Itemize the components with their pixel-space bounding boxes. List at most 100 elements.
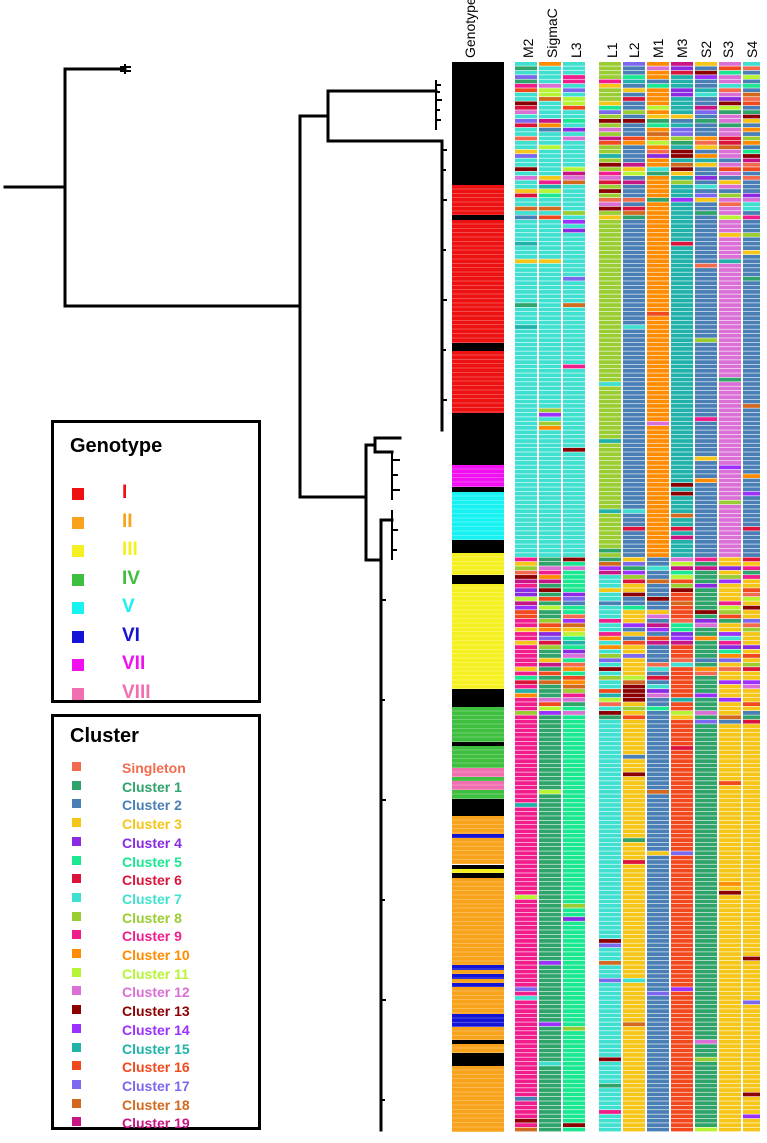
genotype-block-unassigned xyxy=(452,864,504,869)
heatmap-cell xyxy=(719,290,741,294)
heatmap-cell xyxy=(539,816,561,821)
heatmap-cell xyxy=(623,842,645,847)
phylogenetic-tree xyxy=(3,64,447,1132)
heatmap-cell xyxy=(647,193,669,198)
heatmap-cell xyxy=(671,233,693,237)
heatmap-cell xyxy=(647,728,669,733)
heatmap-cell xyxy=(695,1127,717,1132)
heatmap-cell xyxy=(647,338,669,343)
heatmap-cell xyxy=(743,132,760,136)
heatmap-cell xyxy=(599,632,621,636)
genotype-block-unassigned xyxy=(452,412,504,466)
heatmap-cell xyxy=(743,189,760,193)
heatmap-cell xyxy=(539,535,561,540)
heatmap-cell xyxy=(599,671,621,676)
heatmap-cell xyxy=(515,925,537,930)
heatmap-cell xyxy=(719,469,741,474)
heatmap-cell xyxy=(599,785,621,790)
legend-label: VIII xyxy=(122,681,151,703)
heatmap-cell xyxy=(599,281,621,286)
heatmap-cell xyxy=(743,1048,760,1053)
heatmap-cell xyxy=(563,237,585,242)
heatmap-cell xyxy=(563,825,585,829)
heatmap-cell xyxy=(647,167,669,172)
heatmap-cell xyxy=(671,903,693,908)
heatmap-cell xyxy=(599,706,621,711)
heatmap-cell xyxy=(695,325,717,329)
heatmap-cell xyxy=(671,601,693,606)
heatmap-cell xyxy=(599,285,621,290)
heatmap-cell xyxy=(671,1083,693,1088)
heatmap-cell xyxy=(563,272,585,277)
genotype-block-unassigned xyxy=(452,342,504,352)
heatmap-cell xyxy=(647,680,669,685)
heatmap-cell xyxy=(515,1074,537,1079)
heatmap-cell xyxy=(599,290,621,294)
heatmap-cell xyxy=(515,136,537,141)
heatmap-cell xyxy=(563,846,585,851)
heatmap-cell xyxy=(695,233,717,237)
heatmap-cell xyxy=(743,956,760,961)
heatmap-cell xyxy=(695,627,717,632)
heatmap-cell xyxy=(539,329,561,334)
heatmap-cell xyxy=(515,939,537,943)
heatmap-cell xyxy=(695,1013,717,1018)
heatmap-cell xyxy=(695,83,717,88)
heatmap-cell xyxy=(515,868,537,873)
heatmap-cell xyxy=(647,553,669,557)
cluster-legend-item: Singleton xyxy=(72,760,252,780)
heatmap-cell xyxy=(695,987,717,992)
heatmap-cell xyxy=(743,675,760,680)
legend-label: VII xyxy=(122,653,146,674)
heatmap-cell xyxy=(695,351,717,356)
heatmap-cell xyxy=(671,478,693,483)
heatmap-cell xyxy=(719,627,741,632)
heatmap-cell xyxy=(539,1127,561,1132)
heatmap-cell xyxy=(743,680,760,685)
heatmap-cell xyxy=(719,702,741,707)
heatmap-cell xyxy=(743,382,760,386)
heatmap-cell xyxy=(623,211,645,215)
heatmap-cell xyxy=(743,877,760,882)
heatmap-cell xyxy=(563,864,585,869)
heatmap-cell xyxy=(671,263,693,268)
cluster-legend-item: Cluster 10 xyxy=(72,947,252,967)
heatmap-cell xyxy=(599,956,621,961)
heatmap-cell xyxy=(695,675,717,680)
heatmap-cell xyxy=(695,741,717,746)
heatmap-cell xyxy=(743,851,760,856)
heatmap-cell xyxy=(563,1048,585,1053)
heatmap-cell xyxy=(515,903,537,908)
heatmap-cell xyxy=(623,408,645,413)
heatmap-cell xyxy=(539,741,561,746)
heatmap-cell xyxy=(539,421,561,426)
genotype-block-vi xyxy=(452,982,504,988)
heatmap-cell xyxy=(695,693,717,698)
genotype-block-unassigned xyxy=(452,539,504,554)
heatmap-cell xyxy=(719,83,741,88)
heatmap-cell xyxy=(647,1074,669,1079)
heatmap-cell xyxy=(671,92,693,97)
heatmap-cell xyxy=(695,1066,717,1071)
heatmap-cell xyxy=(695,548,717,553)
heatmap-cell xyxy=(539,500,561,505)
heatmap-cell xyxy=(671,254,693,259)
heatmap-cell xyxy=(515,237,537,242)
heatmap-cell xyxy=(623,1123,645,1128)
heatmap-cell xyxy=(695,136,717,141)
heatmap-cell xyxy=(719,947,741,952)
heatmap-cell xyxy=(647,579,669,584)
heatmap-cell xyxy=(695,960,717,965)
heatmap-cell xyxy=(623,154,645,158)
heatmap-cell xyxy=(539,263,561,268)
heatmap-cell xyxy=(599,83,621,88)
heatmap-cell xyxy=(647,474,669,478)
heatmap-cell xyxy=(647,654,669,658)
heatmap-cell xyxy=(599,452,621,457)
heatmap-cell xyxy=(647,513,669,518)
heatmap-cell xyxy=(539,1123,561,1128)
heatmap-cell xyxy=(647,877,669,882)
heatmap-cell xyxy=(515,724,537,728)
heatmap-cell xyxy=(647,921,669,926)
heatmap-cell xyxy=(695,654,717,658)
